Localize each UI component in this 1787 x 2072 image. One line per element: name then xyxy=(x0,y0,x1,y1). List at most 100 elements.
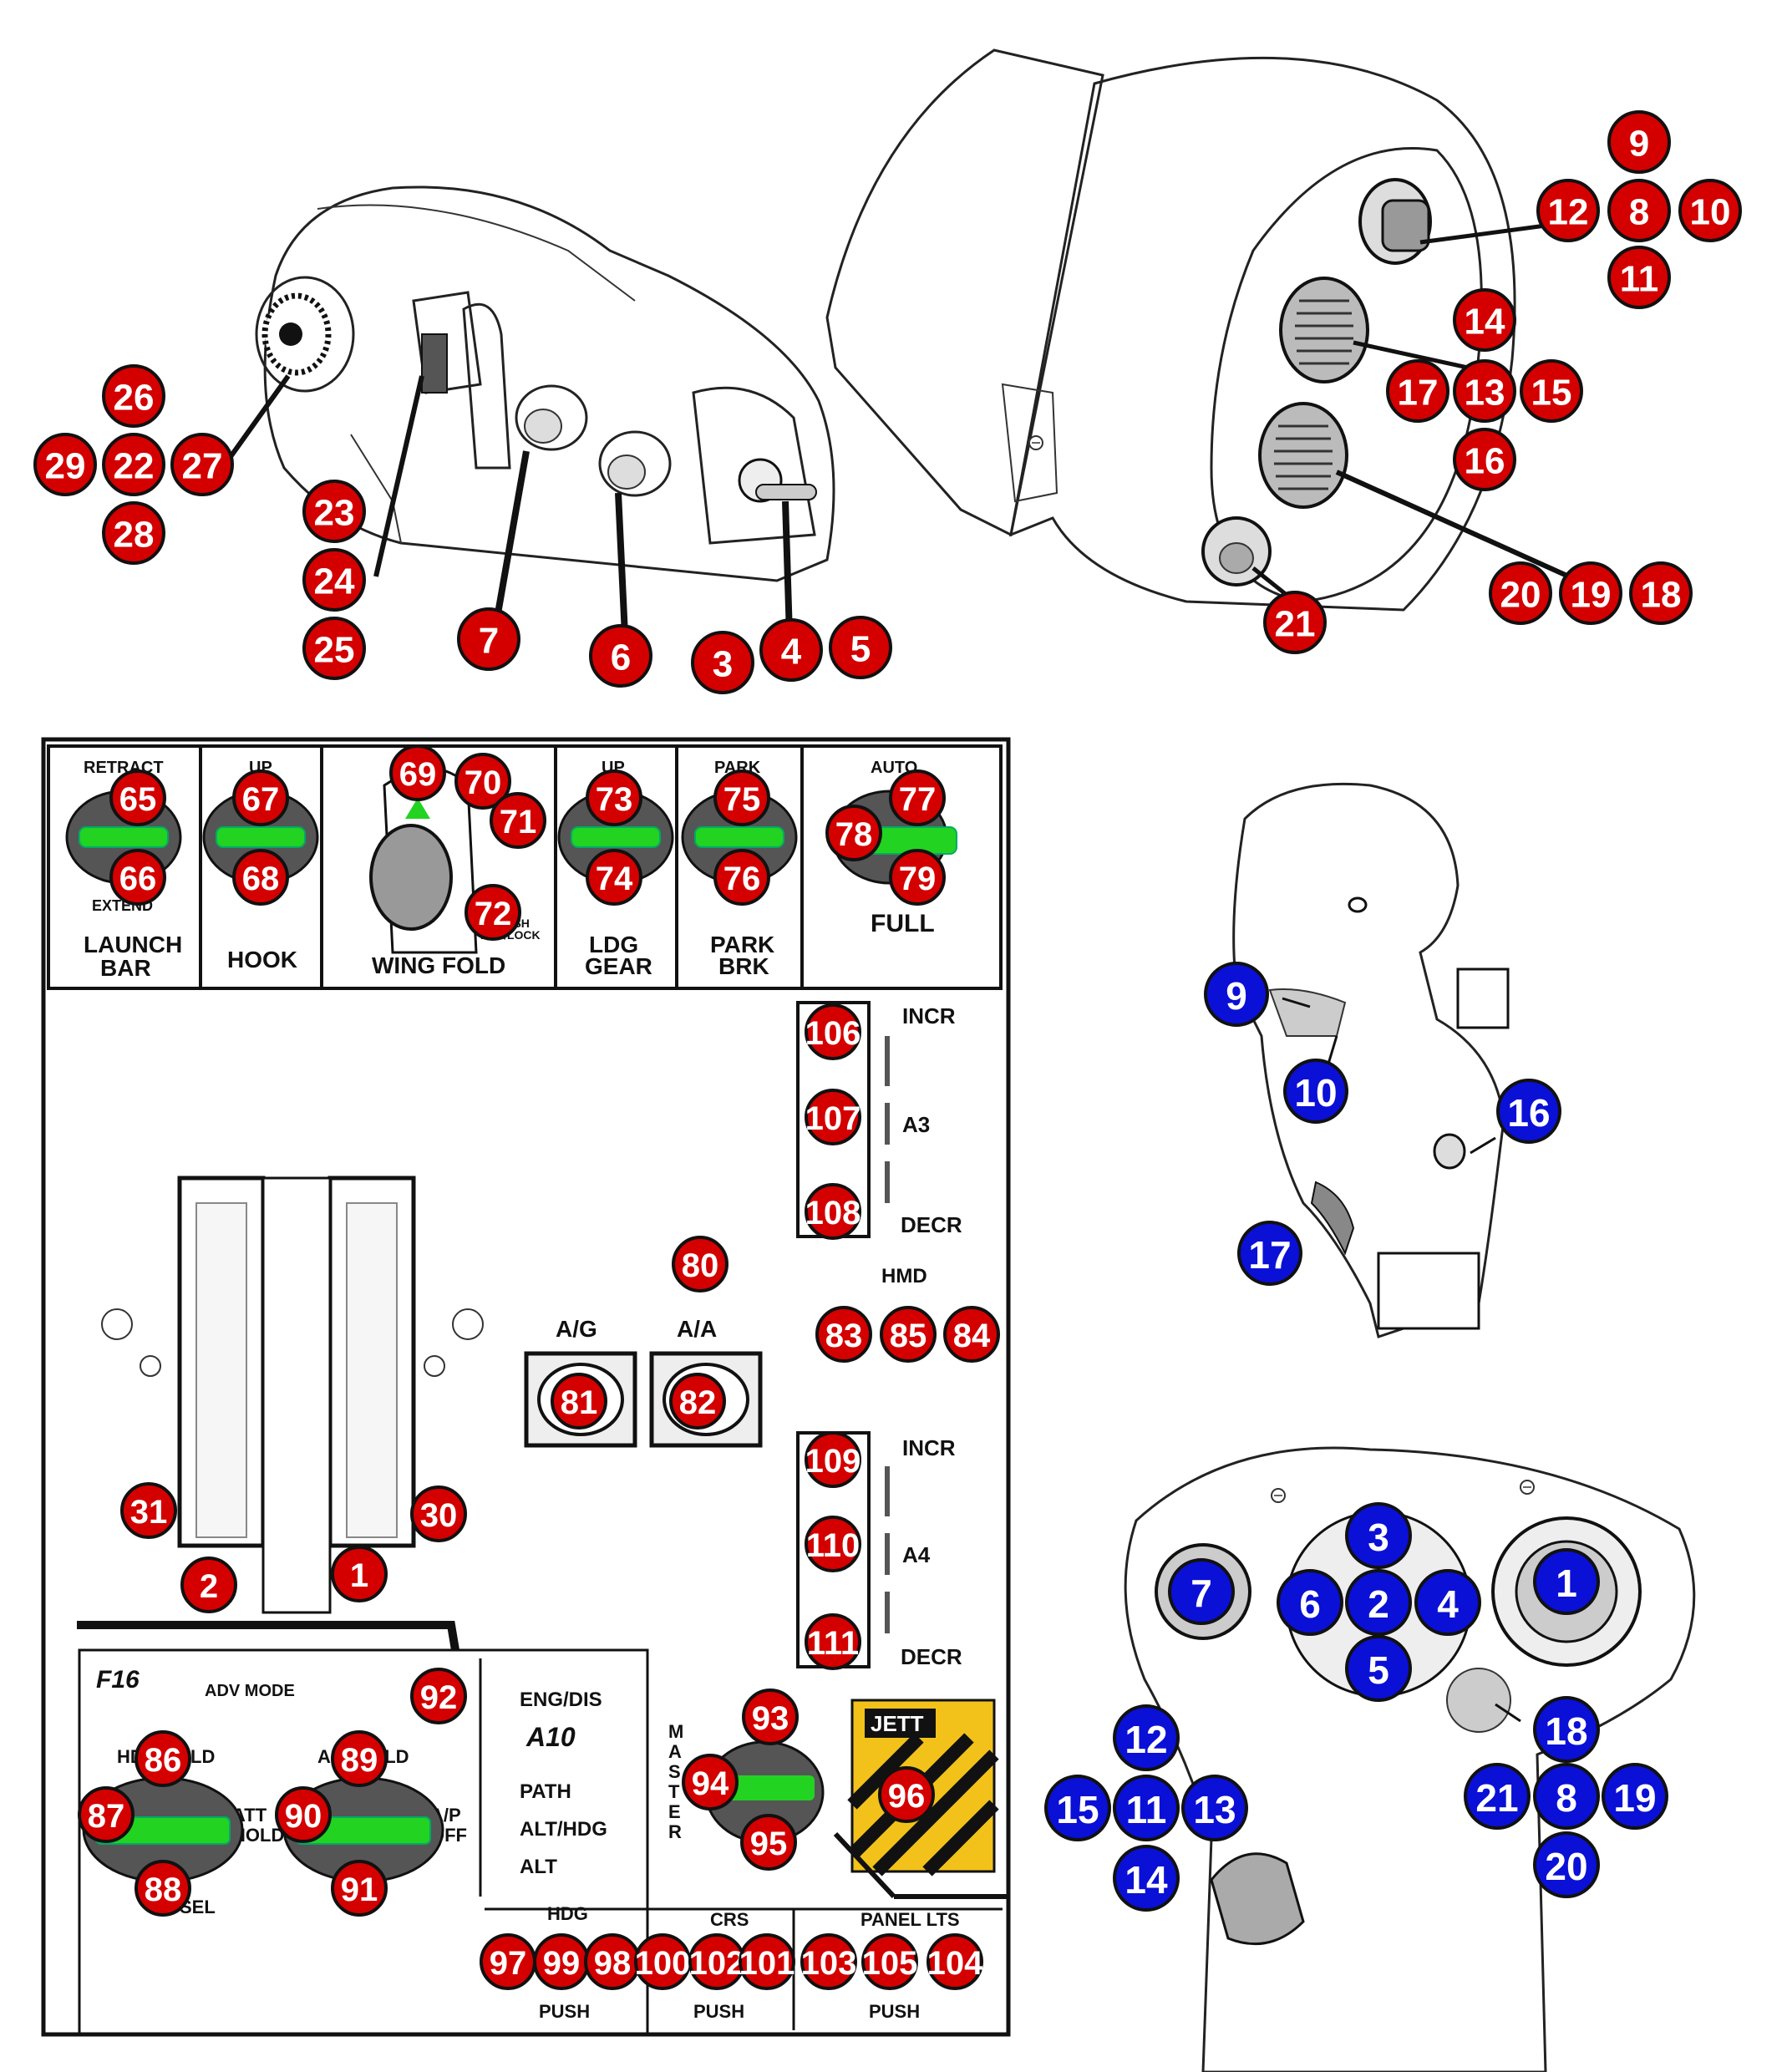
label-incr-a4: INCR xyxy=(902,1435,956,1460)
callout-number: 21 xyxy=(1475,1776,1518,1820)
stick-side-callout: 9 xyxy=(1204,962,1269,1027)
callout-number: 4 xyxy=(1437,1582,1459,1626)
stick-side-callout: 10 xyxy=(1283,1059,1348,1124)
callout-number: 11 xyxy=(1126,1788,1167,1831)
callout-number: 108 xyxy=(805,1195,861,1232)
right-throttle-callout: 19 xyxy=(1559,561,1622,625)
label-push-hdg: PUSH xyxy=(539,2001,590,2022)
right-throttle-callout: 9 xyxy=(1607,110,1671,174)
callout-number: 79 xyxy=(899,861,937,897)
stick-top-callout: 13 xyxy=(1181,1775,1248,1841)
callout-number: 107 xyxy=(805,1100,861,1137)
right-throttle-callout: 21 xyxy=(1263,591,1327,654)
callout-number: 89 xyxy=(341,1742,378,1779)
callout-number: 76 xyxy=(723,861,761,897)
panel-callout: 86 xyxy=(135,1730,191,1787)
stick-top-callout: 21 xyxy=(1464,1763,1531,1830)
callout-number: 7 xyxy=(479,621,499,662)
right-throttle-callout: 13 xyxy=(1453,359,1516,423)
panel-callout: 107 xyxy=(805,1089,861,1145)
callout-number: 94 xyxy=(692,1765,729,1802)
callout-number: 73 xyxy=(596,781,633,818)
stick-top-callout: 6 xyxy=(1277,1569,1343,1636)
panel-callout: 79 xyxy=(889,849,946,906)
panel-callout: 80 xyxy=(672,1236,729,1292)
callout-number: 17 xyxy=(1248,1233,1291,1277)
callout-number: 101 xyxy=(739,1945,795,1982)
stick-top-callout: 2 xyxy=(1345,1569,1412,1636)
callout-number: 75 xyxy=(723,781,761,818)
stick-top-callout: 11 xyxy=(1113,1775,1180,1841)
stick-side-callout: 16 xyxy=(1496,1079,1561,1144)
stick-top-callout: 19 xyxy=(1602,1763,1668,1830)
callout-number: 9 xyxy=(1629,124,1649,165)
left-throttle-callout: 24 xyxy=(302,548,366,612)
right-throttle-callout: 20 xyxy=(1489,561,1552,625)
callout-number: 27 xyxy=(182,446,223,487)
label-alt: ALT xyxy=(520,1856,557,1878)
right-throttle-callout: 10 xyxy=(1678,179,1742,242)
label-a3: A3 xyxy=(902,1112,930,1137)
callout-number: 26 xyxy=(114,378,155,419)
label-ag: A/G xyxy=(556,1316,597,1342)
panel-callout: 91 xyxy=(331,1860,388,1917)
right-throttle-callout: 17 xyxy=(1386,359,1449,423)
right-throttle-callout: 11 xyxy=(1607,246,1671,309)
left-throttle-callout: 26 xyxy=(102,364,165,428)
panel-callout: 72 xyxy=(465,884,521,941)
left-throttle-callout: 28 xyxy=(102,501,165,565)
callout-number: 20 xyxy=(1545,1845,1587,1888)
callout-number: 91 xyxy=(341,1871,378,1908)
left-throttle-callout: 5 xyxy=(829,616,892,679)
callout-number: 82 xyxy=(679,1384,717,1421)
callout-number: 105 xyxy=(862,1945,918,1982)
label-hdg: HDG xyxy=(547,1903,588,1924)
left-throttle-callout: 23 xyxy=(302,480,366,543)
stick-top-callout: 7 xyxy=(1168,1558,1235,1625)
callout-number: 19 xyxy=(1613,1776,1656,1820)
label-incr-a3: INCR xyxy=(902,1003,956,1028)
callout-number: 12 xyxy=(1124,1718,1167,1761)
right-throttle-callout: 12 xyxy=(1536,179,1600,242)
panel-callout: 105 xyxy=(861,1933,918,1990)
callout-number: 83 xyxy=(825,1318,863,1354)
callout-number: 74 xyxy=(596,861,633,897)
left-throttle-illustration xyxy=(223,185,835,636)
callout-number: 23 xyxy=(314,493,355,534)
callout-number: 99 xyxy=(543,1945,581,1982)
callout-number: 20 xyxy=(1500,575,1541,616)
callout-number: 11 xyxy=(1620,259,1659,300)
callout-number: 96 xyxy=(888,1778,926,1815)
callout-number: 81 xyxy=(561,1384,598,1421)
callout-number: 102 xyxy=(689,1945,745,1982)
panel-callout: 85 xyxy=(880,1306,937,1363)
panel-callout: 83 xyxy=(815,1306,872,1363)
panel-callout: 76 xyxy=(713,849,770,906)
callout-number: 1 xyxy=(350,1557,368,1594)
label-a10: A10 xyxy=(525,1722,576,1752)
callout-number: 14 xyxy=(1124,1858,1168,1902)
callout-number: 72 xyxy=(475,896,512,932)
callout-number: 22 xyxy=(114,446,155,487)
stick-side-callout: 17 xyxy=(1237,1221,1302,1286)
right-throttle-callout: 14 xyxy=(1453,288,1516,352)
callout-number: 98 xyxy=(594,1945,632,1982)
callout-number: 92 xyxy=(420,1679,458,1716)
label-f16: F16 xyxy=(96,1666,140,1694)
callout-number: 18 xyxy=(1545,1709,1587,1753)
control-panel-illustration: RETRACT UP UP PARK AUTO EXTEND FULL LAUN… xyxy=(41,737,1011,2037)
label-hook: HOOK xyxy=(227,947,297,973)
left-throttle-callout: 6 xyxy=(589,624,652,688)
callout-number: 10 xyxy=(1690,192,1731,233)
callout-number: 1 xyxy=(1556,1562,1577,1605)
callout-number: 80 xyxy=(682,1247,719,1284)
callout-number: 5 xyxy=(850,629,871,670)
panel-callout: 70 xyxy=(454,753,511,810)
panel-callout: 74 xyxy=(586,849,642,906)
callout-number: 15 xyxy=(1531,373,1572,414)
